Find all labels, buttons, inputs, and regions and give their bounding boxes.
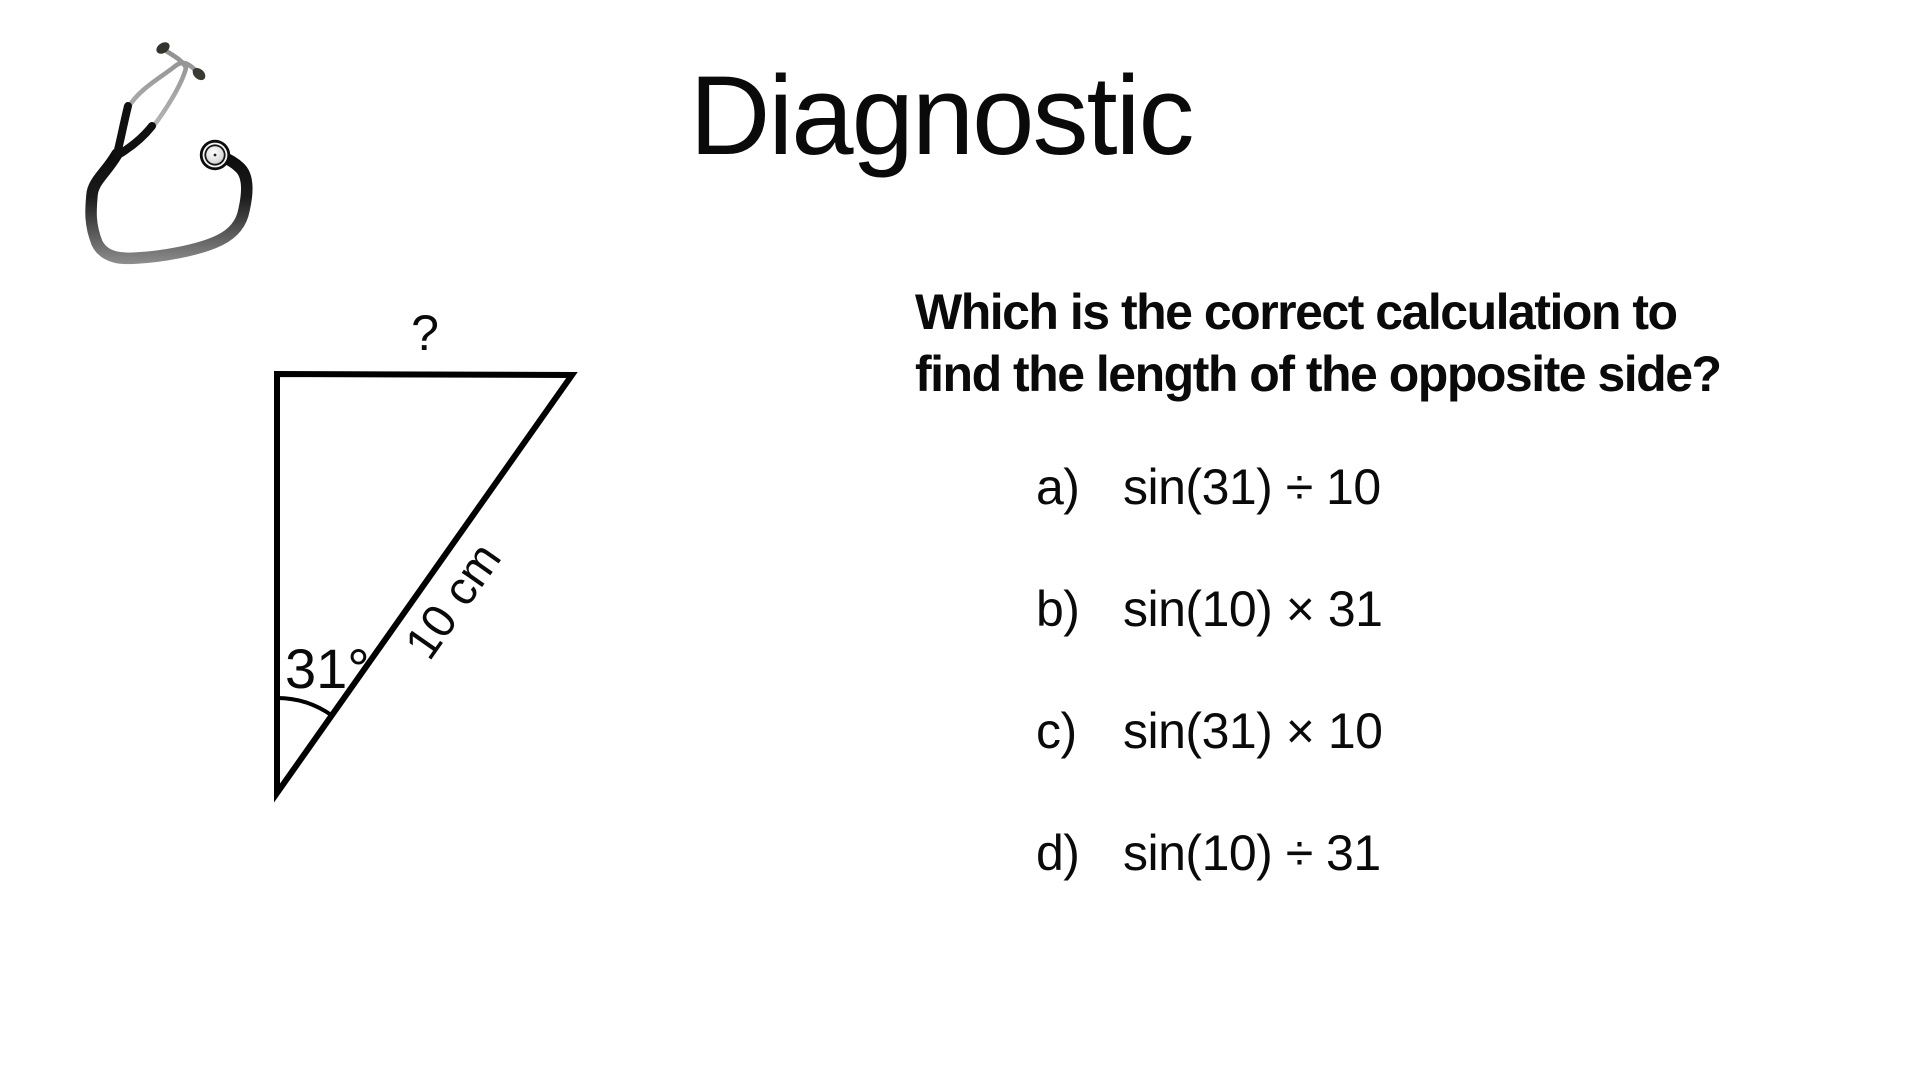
stethoscope-y-junction — [112, 147, 124, 159]
angle-arc — [276, 696, 333, 718]
option-row-b: b) sin(10) × 31 — [1036, 580, 1383, 638]
stethoscope-earpiece-left — [156, 42, 170, 54]
stethoscope-icon — [85, 42, 253, 265]
stethoscope-tube — [85, 148, 253, 265]
question-line-1: Which is the correct calculation to — [915, 284, 1678, 340]
stethoscope-earpiece-right — [192, 67, 206, 81]
option-row-a: a) sin(31) ÷ 10 — [1036, 458, 1381, 516]
option-row-c: c) sin(31) × 10 — [1036, 702, 1383, 760]
triangle-shape — [274, 370, 578, 803]
question-text: Which is the correct calculation to find… — [915, 281, 1815, 405]
option-expression: sin(31) ÷ 10 — [1123, 459, 1381, 515]
option-expression: sin(10) ÷ 31 — [1123, 825, 1381, 881]
unknown-side-label: ? — [411, 305, 439, 361]
stethoscope-chest-piece — [199, 139, 231, 171]
option-letter: c) — [1036, 703, 1077, 759]
question-line-2: find the length of the opposite side? — [915, 346, 1722, 402]
option-letter: a) — [1036, 459, 1080, 515]
option-expression: sin(10) × 31 — [1123, 581, 1383, 637]
option-expression: sin(31) × 10 — [1123, 703, 1383, 759]
page-title: Diagnostic — [689, 53, 1195, 178]
triangle-diagram: ? 31° 10 cm — [274, 305, 578, 803]
stethoscope-ear-tube-right — [125, 60, 201, 111]
stethoscope-ear-tube-left — [149, 46, 189, 131]
option-row-d: d) sin(10) ÷ 31 — [1036, 824, 1381, 882]
angle-label: 31° — [285, 637, 370, 700]
option-letter: d) — [1036, 825, 1080, 881]
option-letter: b) — [1036, 581, 1080, 637]
